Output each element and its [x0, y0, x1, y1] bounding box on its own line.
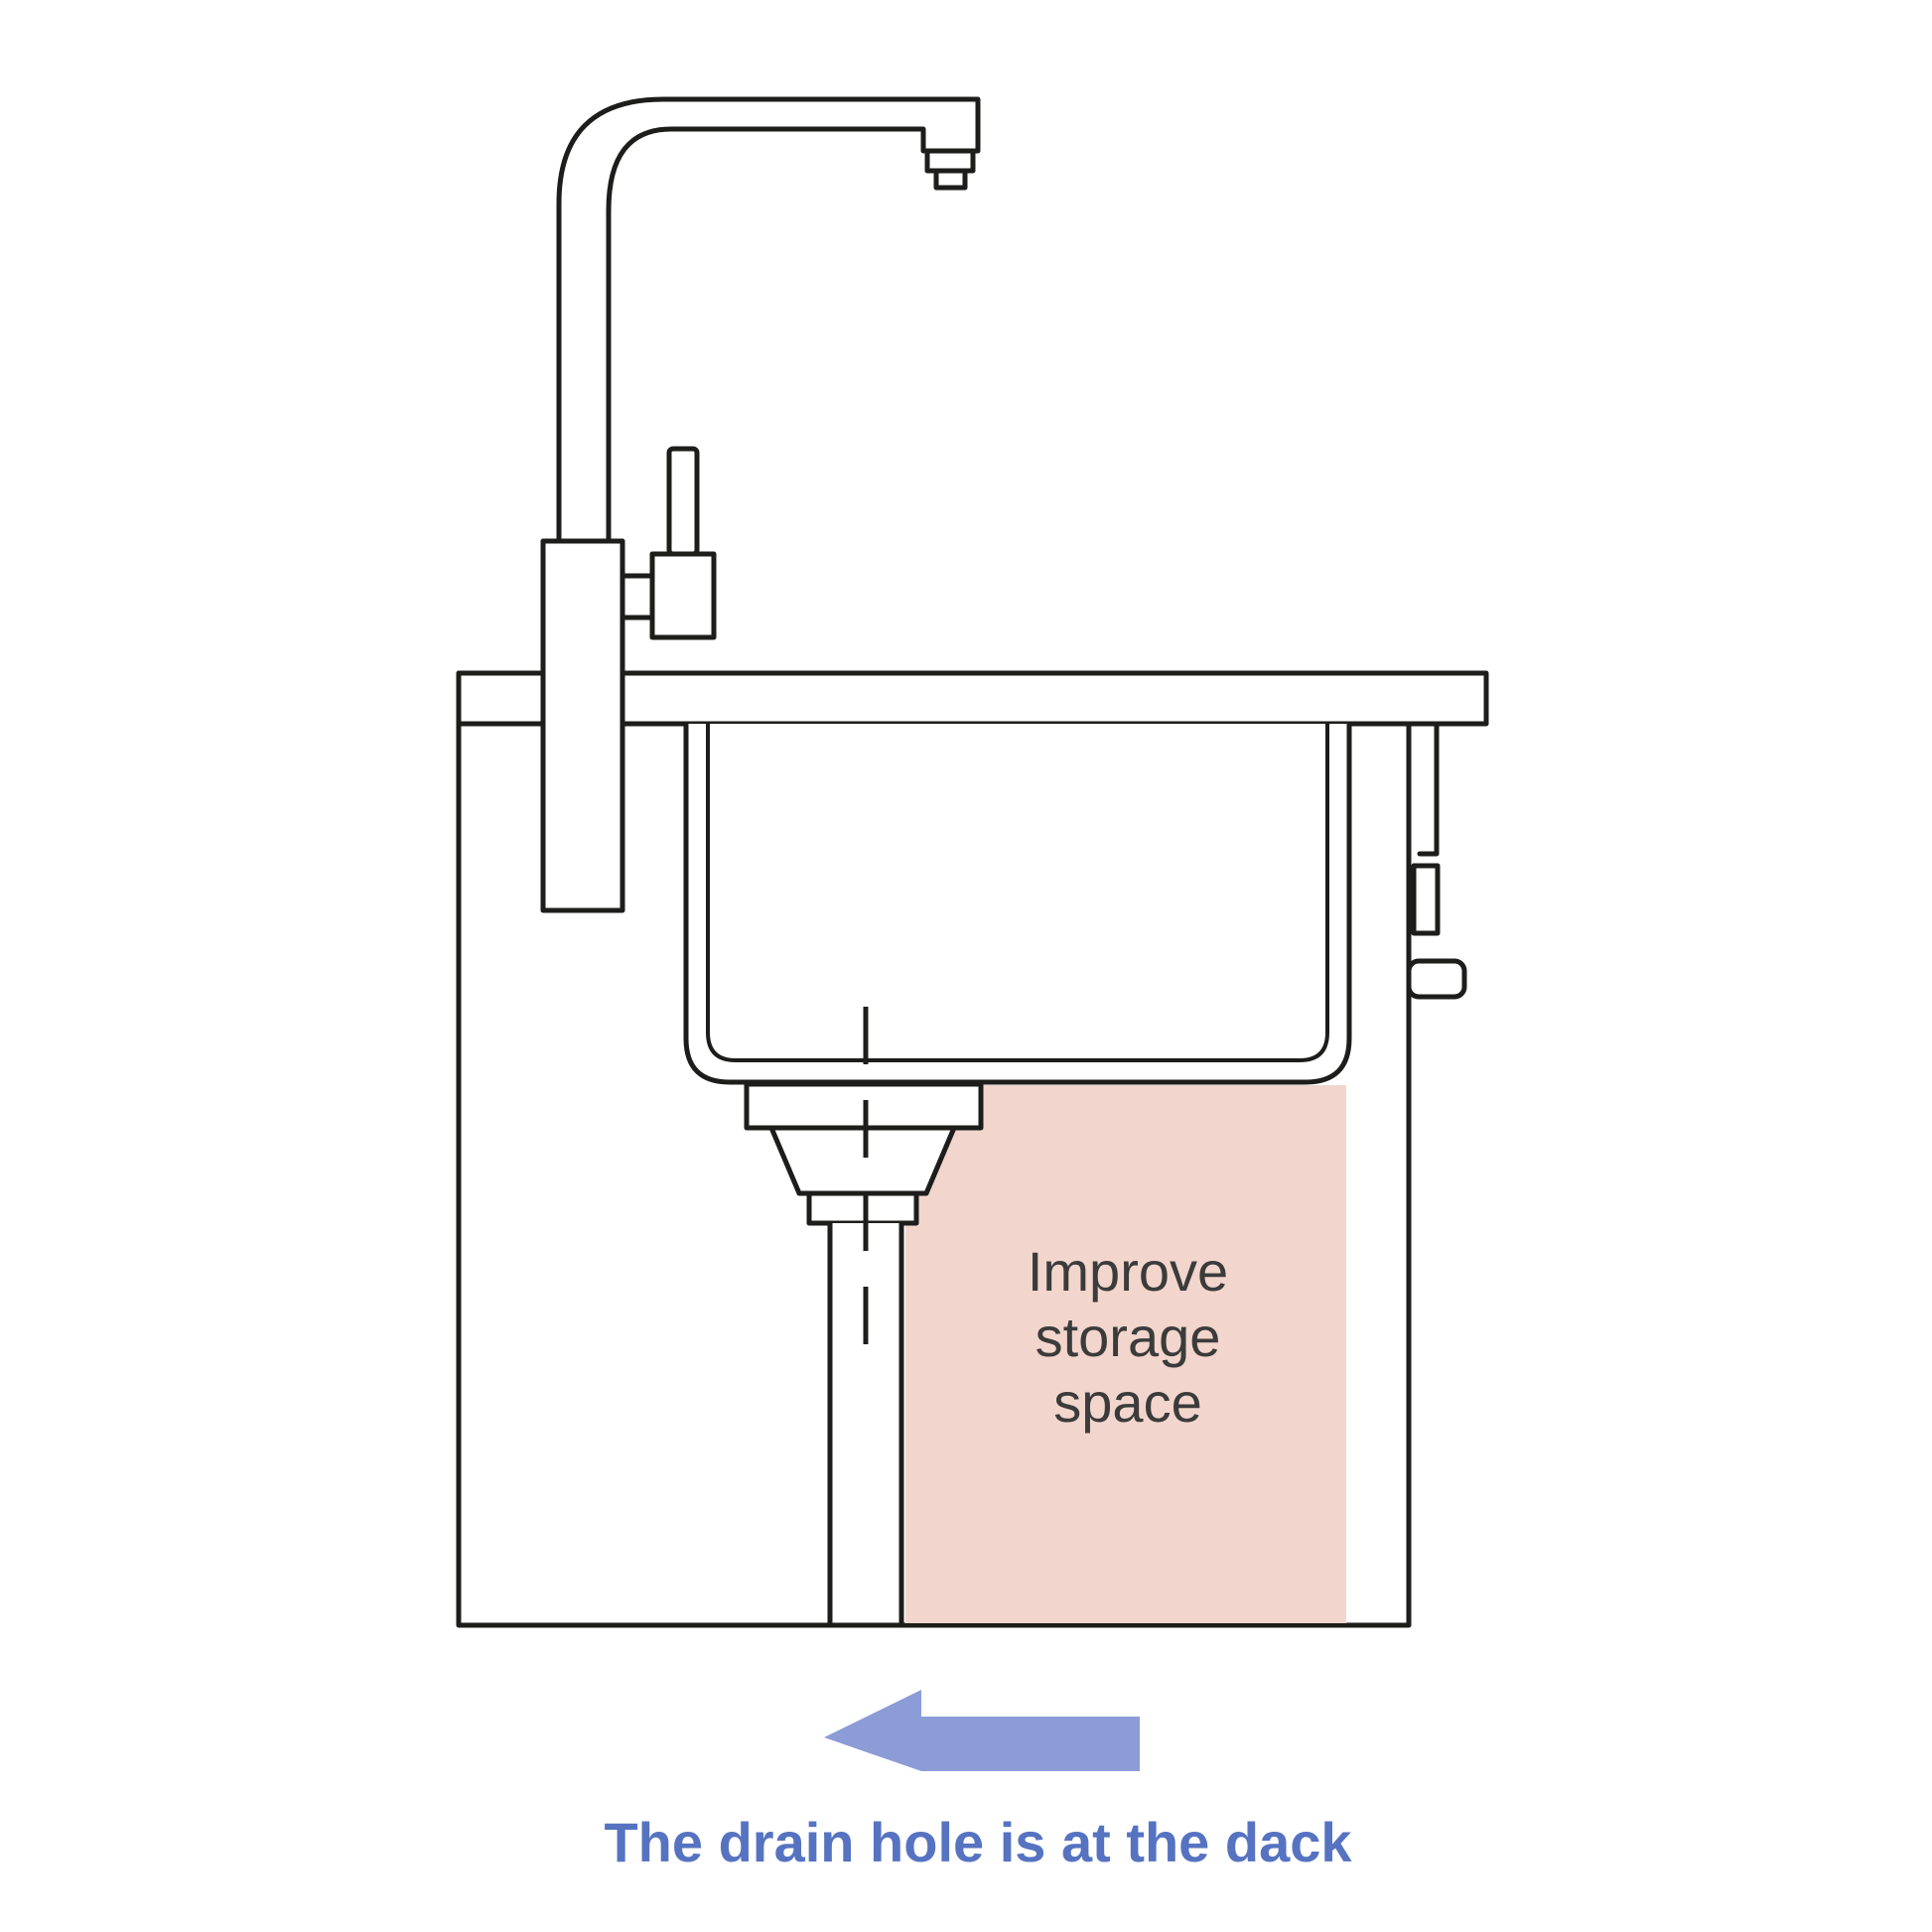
storage-label-line2: storage: [1035, 1306, 1221, 1368]
faucet-body: [540, 538, 625, 913]
drain-assembly: [744, 1007, 984, 1628]
faucet-handle-connector: [620, 573, 655, 621]
left-arrow-icon: [824, 1690, 1140, 1771]
drain-pipe: [827, 1220, 904, 1628]
sink-basin-outer-wall: [683, 724, 1352, 1085]
countertop-overhang-edge: [1417, 720, 1440, 857]
storage-label-line3: space: [1053, 1371, 1201, 1434]
drain-pipe-body: [830, 1223, 901, 1622]
countertop: [456, 670, 1489, 727]
faucet-aerator-tip: [933, 168, 968, 191]
storage-highlight-area: [905, 1085, 1346, 1623]
storage-label-line1: Improve: [1028, 1240, 1228, 1303]
supply-fitting-valve-nub: [1406, 958, 1467, 1000]
caption-text: The drain hole is at the dack: [604, 1811, 1352, 1873]
supply-fitting-bracket: [1411, 863, 1441, 936]
faucet: [540, 96, 981, 913]
drain-collar: [806, 1190, 919, 1226]
faucet-handle-base: [649, 551, 717, 640]
supply-fitting: [1406, 863, 1467, 1000]
sink-basin-inner-wall: [706, 722, 1329, 1062]
sink-basin: [683, 722, 1352, 1085]
faucet-spout-arm: [556, 96, 981, 544]
faucet-nozzle: [924, 148, 976, 174]
cabinet: [456, 720, 1440, 1628]
storage-label: Improve storage space: [1028, 1240, 1228, 1434]
cabinet-outline: [456, 720, 1412, 1628]
faucet-handle-lever[interactable]: [666, 446, 700, 557]
drain-taper: [768, 1125, 957, 1196]
